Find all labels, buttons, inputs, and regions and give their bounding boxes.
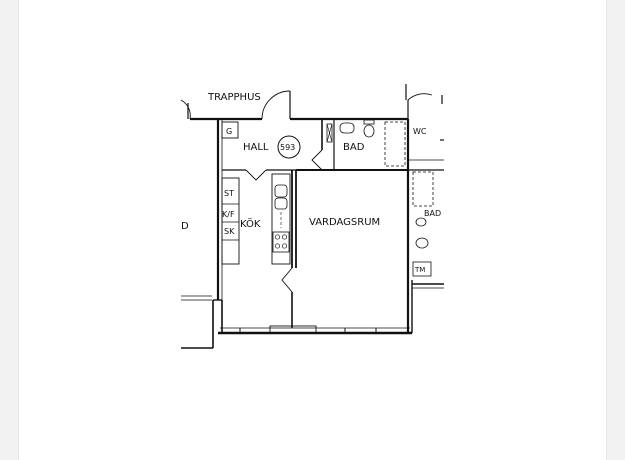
sink-icon-2 xyxy=(274,197,288,210)
bad-door xyxy=(311,149,323,171)
neighbor-shower-icon xyxy=(412,171,434,207)
label-st: ST xyxy=(224,189,234,198)
living-door xyxy=(281,267,293,293)
neighbor-basin-icon xyxy=(415,217,427,227)
stove-icon xyxy=(272,231,290,253)
neighbor-tm xyxy=(412,261,432,277)
kitchen-counter xyxy=(271,173,291,265)
sink-icon xyxy=(274,184,288,198)
label-vardagsrum: VARDAGSRUM xyxy=(309,217,380,228)
bad-cabinet xyxy=(326,123,333,143)
trapphus-door-arc xyxy=(180,99,191,120)
neighbor-toilet-icon xyxy=(415,237,429,249)
label-kok: KÖK xyxy=(240,217,261,230)
washbasin-icon xyxy=(339,122,355,134)
apartment-number-circle xyxy=(277,135,301,159)
label-apartment-number: 593 xyxy=(280,143,295,152)
cabinet-g xyxy=(221,121,239,139)
label-g: G xyxy=(226,127,232,136)
kitchen-door xyxy=(245,169,267,181)
label-bad: BAD xyxy=(343,142,365,153)
label-sk: SK xyxy=(224,227,235,236)
window-bottom xyxy=(269,325,317,334)
label-wc: WC xyxy=(413,127,427,136)
shower-icon xyxy=(384,121,406,167)
label-neighbor-left: D xyxy=(181,221,189,232)
kitchen-cabinets xyxy=(221,177,240,265)
label-hall: HALL xyxy=(243,142,269,153)
toilet-icon xyxy=(363,124,375,138)
page xyxy=(18,0,607,460)
wc-door-arc xyxy=(407,93,433,119)
label-tm: TM xyxy=(414,266,425,274)
label-trapphus: TRAPPHUS xyxy=(207,92,261,103)
entrance-door-arc xyxy=(261,90,291,120)
label-neighbor-bad: BAD xyxy=(424,209,441,218)
label-kf: K/F xyxy=(222,210,235,219)
